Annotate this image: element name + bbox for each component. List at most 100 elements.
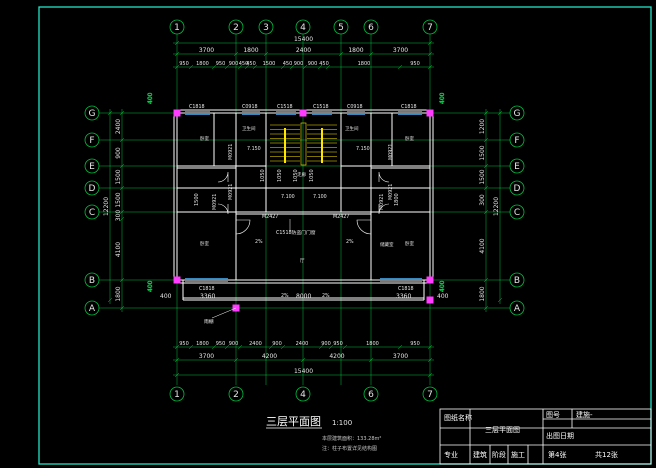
- dim-bottom-row2-label: 950: [410, 341, 420, 347]
- room-bedroom: 卧室: [200, 240, 209, 247]
- dim-bottom-row2-label: 950: [333, 341, 343, 347]
- dim-top-row2-tick: [397, 64, 403, 70]
- room-corridor: 走廊: [297, 171, 306, 178]
- stair-well: [300, 122, 307, 166]
- dim-right-parts-tick: [483, 209, 489, 215]
- dim-right-parts-tick: [483, 305, 489, 311]
- axis-bottom-2: 2: [233, 390, 239, 400]
- dim-top-row1-tick: [233, 51, 239, 57]
- tb-name: 三层平面图: [485, 426, 520, 434]
- axis-left-B-circle: [84, 272, 100, 288]
- dim-right-parts-tick: [483, 137, 489, 143]
- dim-bottom-row2-tick: [268, 344, 274, 350]
- door-label: M0921: [228, 144, 234, 160]
- axis-bottom-1: 1: [174, 390, 180, 400]
- dim-bottom-row2-tick: [188, 344, 194, 350]
- dim-top-row2-tick: [224, 64, 230, 70]
- axis-top-4: 4: [300, 23, 306, 33]
- level-mark: 7.100: [281, 194, 295, 200]
- dim-bottom-row1-label: 4200: [262, 353, 277, 360]
- column: [426, 109, 434, 117]
- tb-date-label: 出图日期: [546, 431, 574, 440]
- dim-top-row1-tick: [427, 51, 433, 57]
- dim-top-row1-tick: [338, 51, 344, 57]
- dim-top-row2-label: 950: [179, 61, 189, 67]
- dim-bottom-row2-label: 1800: [366, 341, 379, 347]
- dim-bottom-row2-tick: [427, 344, 433, 350]
- area-note: 本层建筑面积：133.28m²: [322, 435, 381, 442]
- dim-top-row1-label: 3700: [199, 47, 214, 54]
- walls: [173, 109, 434, 301]
- dim-left-total-label: 12200: [103, 197, 110, 216]
- dim-bottom-row2-label: 900: [321, 341, 331, 347]
- column: [426, 296, 434, 304]
- tb-major-label: 专业: [444, 450, 458, 459]
- dim-top-row2-label: 900: [229, 61, 239, 67]
- axis-top-7-circle: [422, 19, 438, 35]
- dim-left-parts-tick: [119, 277, 125, 283]
- dim-right-parts-label: 1800: [479, 286, 486, 301]
- dim-top-row2-tick: [427, 64, 433, 70]
- axis-bottom-6-circle: [363, 386, 379, 402]
- axis-left-D: D: [89, 184, 96, 194]
- dim-right-parts-tick: [483, 110, 489, 116]
- axis-right-B: B: [514, 276, 520, 286]
- dim-bottom-total-tick: [174, 372, 180, 378]
- inner-dim: 1050: [309, 169, 315, 182]
- dim-top-row2-label: 450: [239, 61, 249, 67]
- window-label-top: C1518: [313, 104, 329, 110]
- dim-bottom-row2-tick: [224, 344, 230, 350]
- bottom-dim: 3360: [200, 293, 215, 300]
- dim-right-parts-tick: [483, 185, 489, 191]
- dim-bottom-row2-label: 2400: [249, 341, 262, 347]
- room-bedroom: 卧室: [405, 135, 414, 142]
- tb-name-label: 图纸名称: [444, 413, 472, 422]
- axis-bottom-7: 7: [427, 390, 433, 400]
- axis-right-A: A: [514, 304, 521, 314]
- dim-top-row2-tick: [237, 64, 243, 70]
- stair: [270, 122, 337, 166]
- dim-right-parts-tick: [483, 277, 489, 283]
- dim-bottom-row2-tick: [397, 344, 403, 350]
- window-label-top: C0918: [242, 104, 258, 110]
- tb-total: 共12张: [595, 450, 618, 459]
- axis-bottom-1-circle: [169, 386, 185, 402]
- dim-bottom-row2-label: 900: [272, 341, 282, 347]
- dim-top-row2-label: 450: [319, 61, 329, 67]
- bottom-dim: 400: [160, 293, 172, 300]
- door-swing: [217, 171, 229, 183]
- dim-bottom-row1-tick: [368, 357, 374, 363]
- dim-bottom-row1-tick: [427, 357, 433, 363]
- axis-bottom-6: 6: [368, 390, 374, 400]
- annotation: C1518防盗门门窗: [276, 229, 316, 236]
- room-bedroom: 卧室: [405, 240, 414, 247]
- slope-mark: 2%: [322, 293, 330, 299]
- inner-dim: 1050: [293, 169, 299, 182]
- slope-mark: 2%: [281, 293, 289, 299]
- drawing-scale: 1:100: [332, 419, 352, 427]
- window-label-bottom: C1818: [398, 286, 414, 292]
- dim-right-parts-label: 1200: [479, 119, 486, 134]
- dim-left-small: 400: [147, 280, 154, 292]
- axis-left-G: G: [89, 109, 96, 119]
- axis-left-E: E: [89, 162, 95, 172]
- dim-bottom-row1-label: 4200: [329, 353, 344, 360]
- leader-note: 雨棚: [204, 318, 214, 325]
- axis-left-B: B: [89, 276, 95, 286]
- door-swing: [235, 219, 251, 235]
- dim-left-small: 400: [147, 92, 154, 104]
- axis-right-E: E: [514, 162, 520, 172]
- inner-dim: 1800: [394, 193, 400, 206]
- dim-top-row2-tick: [252, 64, 258, 70]
- window-label-bottom: C1818: [199, 286, 215, 292]
- dim-top-total-label: 15400: [294, 36, 313, 43]
- dim-bottom-row2-tick: [237, 344, 243, 350]
- axis-top-1-circle: [169, 19, 185, 35]
- dim-right-parts-label: 1500: [479, 169, 486, 184]
- door-label: M2427: [333, 214, 349, 220]
- inner-dim: 1500: [194, 193, 200, 206]
- axis-right-E-circle: [509, 158, 525, 174]
